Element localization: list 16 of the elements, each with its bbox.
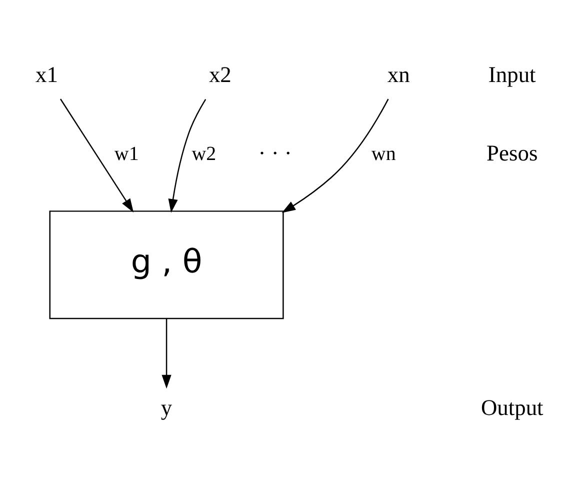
arrow — [282, 98, 389, 212]
label: · · · — [258, 140, 292, 166]
node-text: x1 — [36, 61, 58, 86]
arrow — [162, 318, 172, 388]
edge-label: w2 — [192, 142, 216, 164]
label: Output — [480, 394, 544, 420]
arrow — [60, 98, 134, 212]
node-text: x2 — [208, 61, 232, 86]
node-box: g , θ — [49, 210, 284, 319]
label: Pesos — [486, 140, 538, 166]
edge-label: w1 — [114, 142, 139, 164]
node-text: y — [160, 394, 172, 420]
label: Input — [488, 61, 536, 86]
edge-label: wn — [371, 142, 396, 164]
node-text: xn — [387, 61, 410, 86]
arrow — [168, 98, 206, 212]
